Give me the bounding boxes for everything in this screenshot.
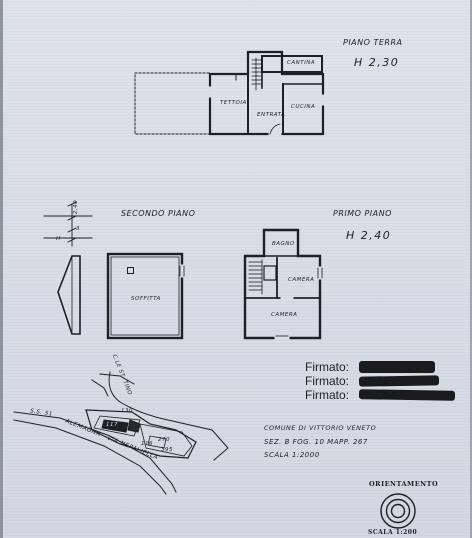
first-floor-plan: [243, 228, 323, 340]
ground-floor-title: PIANO TERRA: [343, 38, 403, 47]
ground-floor-plan: [134, 50, 325, 136]
first-floor-height: H 2,40: [346, 229, 392, 242]
orientation-scale: SCALA 1:200: [368, 529, 418, 536]
room-label-soffitta: SOFFITTA: [131, 296, 161, 302]
section-dim-h: H: [56, 236, 61, 242]
map-label-117: 117: [106, 422, 118, 428]
square-icon: [127, 267, 134, 274]
compass-symbol: [380, 493, 416, 529]
signature-line-3: Firmato:: [305, 388, 350, 402]
room-label-bagno: BAGNO: [272, 241, 295, 247]
scan-edge-right: [470, 0, 472, 538]
signature-line-1: Firmato:: [305, 360, 350, 374]
roof-elevation: [57, 255, 81, 335]
signature-redaction-1: [359, 361, 435, 373]
map-label-395: 395: [161, 447, 173, 453]
room-label-cantina: CANTINA: [287, 60, 316, 66]
map-label-130: 130: [121, 408, 133, 414]
signature-redaction-3: [358, 389, 456, 401]
room-label-camera-large: CAMERA: [271, 312, 298, 318]
room-label-camera-small: CAMERA: [288, 277, 315, 283]
section-marks: [43, 201, 93, 247]
cadastral-municipality: COMUNE DI VITTORIO VENETO: [264, 424, 377, 432]
map-label-270: 270: [158, 437, 170, 443]
section-dim-mid: 3: [76, 226, 80, 232]
map-label-116: 116: [141, 441, 153, 447]
location-map: [13, 371, 229, 495]
room-label-tettoia: TETTOIA: [220, 100, 247, 106]
room-label-entrata: ENTRATA: [257, 112, 286, 118]
first-floor-title: PRIMO PIANO: [333, 209, 392, 218]
room-label-cucina: CUCINA: [291, 104, 316, 110]
section-dim-top: 2,40: [73, 199, 80, 215]
second-floor-plan: [106, 252, 185, 340]
second-floor-title: SECONDO PIANO: [121, 209, 196, 218]
orientation-label: ORIENTAMENTO: [369, 480, 439, 488]
cadastral-parcel: SEZ. B FOG. 10 MAPP. 267: [264, 438, 368, 446]
signature-redaction-2: [358, 375, 440, 387]
scan-edge-left: [0, 0, 3, 538]
signature-line-2: Firmato:: [305, 374, 350, 388]
ground-floor-height: H 2,30: [354, 56, 400, 69]
cadastral-scale: SCALA 1:2000: [264, 451, 320, 459]
